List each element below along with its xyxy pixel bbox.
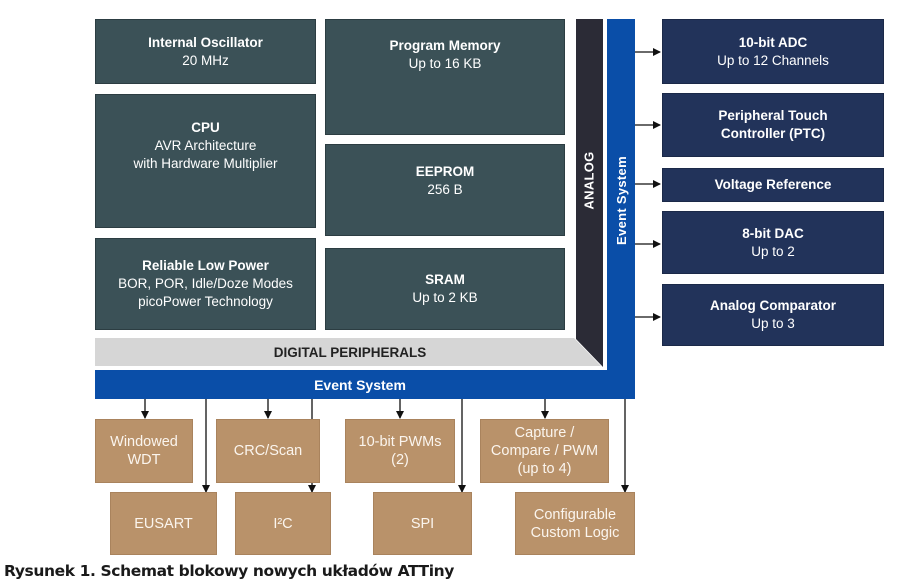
event-system-vertical-label: Event System (613, 155, 629, 245)
internal-oscillator-freq: 20 MHz (182, 52, 229, 68)
event-system-horizontal-label-wrap: Event System (95, 370, 625, 399)
internal-oscillator-block: Internal Oscillator 20 MHz (95, 19, 316, 84)
event-system-vertical-bus (607, 19, 635, 399)
ccp-line-1: Capture / (514, 425, 575, 441)
eeprom-block: EEPROM 256 B (325, 144, 565, 236)
ptc-title: Peripheral Touch (718, 108, 828, 123)
adc-block: 10-bit ADC Up to 12 Channels (662, 19, 884, 84)
crc-scan-label: CRC/Scan (233, 443, 303, 459)
low-power-title: Reliable Low Power (142, 258, 269, 273)
analog-comparator-block: Analog Comparator Up to 3 (662, 284, 884, 346)
event-system-vertical-label-wrap: Event System (607, 135, 635, 265)
digital-peripherals-label-wrap: DIGITAL PERIPHERALS (95, 338, 605, 366)
i2c-label: I²C (273, 515, 293, 532)
cpu-title: CPU (191, 120, 220, 135)
spi-block: SPI (373, 492, 472, 555)
spi-label: SPI (410, 515, 435, 532)
analog-comparator-detail: Up to 3 (751, 316, 795, 331)
eusart-block: EUSART (110, 492, 217, 555)
pwm-line-2: (2) (391, 452, 409, 468)
event-system-horizontal-label: Event System (314, 376, 406, 393)
internal-oscillator-title: Internal Oscillator (148, 34, 263, 50)
low-power-block: Reliable Low Power BOR, POR, Idle/Doze M… (95, 238, 316, 330)
low-power-line-2: picoPower Technology (138, 294, 273, 309)
pwm-line-1: 10-bit PWMs (358, 434, 442, 450)
cpu-line-2: with Hardware Multiplier (133, 156, 278, 171)
eeprom-title: EEPROM (415, 164, 475, 179)
adc-title: 10-bit ADC (738, 34, 808, 50)
sram-size: Up to 2 KB (412, 290, 478, 305)
eeprom-size: 256 B (427, 182, 463, 197)
ccp-line-3: (up to 4) (517, 461, 572, 477)
event-system-horizontal-bus (95, 370, 635, 399)
windowed-wdt-block: Windowed WDT (95, 419, 193, 483)
analog-comparator-title: Analog Comparator (709, 298, 836, 313)
adc-detail: Up to 12 Channels (717, 52, 829, 68)
sram-block: SRAM Up to 2 KB (325, 248, 565, 330)
ptc-block: Peripheral Touch Controller (PTC) (662, 93, 884, 157)
low-power-line-1: BOR, POR, Idle/Doze Modes (118, 276, 293, 291)
program-memory-block: Program Memory Up to 16 KB (325, 19, 565, 135)
figure-caption: Rysunek 1. Schemat blokowy nowych układó… (4, 562, 454, 580)
digital-peripherals-label: DIGITAL PERIPHERALS (273, 344, 427, 360)
voltage-reference-title: Voltage Reference (714, 177, 832, 192)
windowed-wdt-line-2: WDT (127, 452, 161, 468)
windowed-wdt-line-1: Windowed (110, 434, 178, 450)
ptc-detail: Controller (PTC) (720, 126, 826, 141)
i2c-block: I²C (235, 492, 331, 555)
pwm-block: 10-bit PWMs (2) (345, 419, 455, 483)
dac-detail: Up to 2 (751, 243, 795, 259)
sram-title: SRAM (425, 272, 465, 287)
cpu-block: CPU AVR Architecture with Hardware Multi… (95, 94, 316, 228)
dac-title: 8-bit DAC (742, 225, 804, 241)
crc-scan-block: CRC/Scan (216, 419, 320, 483)
eusart-label: EUSART (134, 515, 193, 532)
ccl-line-1: Configurable (533, 506, 617, 523)
dac-block: 8-bit DAC Up to 2 (662, 211, 884, 274)
program-memory-size: Up to 16 KB (408, 56, 482, 71)
ccl-line-2: Custom Logic (530, 524, 620, 541)
program-memory-title: Program Memory (389, 38, 501, 53)
cpu-line-1: AVR Architecture (154, 138, 257, 153)
custom-logic-block: Configurable Custom Logic (515, 492, 635, 555)
voltage-reference-block: Voltage Reference (662, 168, 884, 202)
capture-compare-pwm-block: Capture / Compare / PWM (up to 4) (480, 419, 609, 483)
ccp-line-2: Compare / PWM (490, 443, 599, 459)
